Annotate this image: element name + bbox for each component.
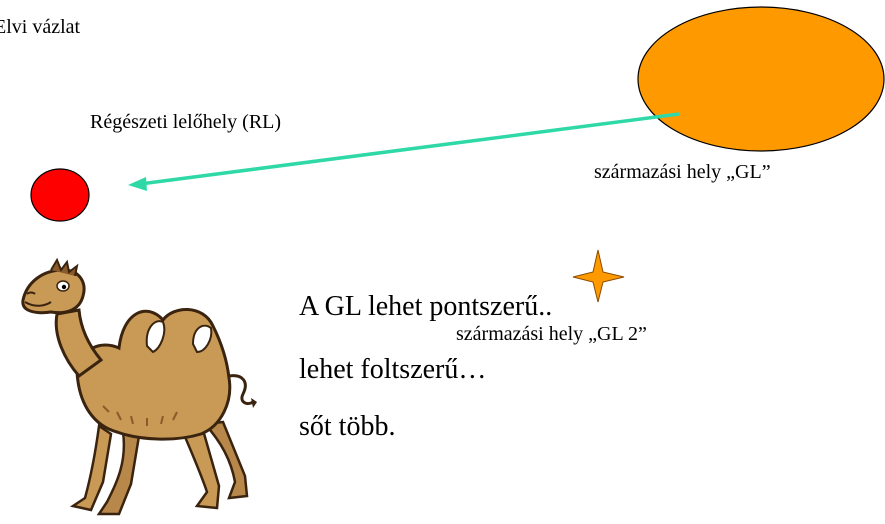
page-title: Elvi vázlat bbox=[0, 16, 81, 38]
archaeological-site-label: Régészeti lelőhely (RL) bbox=[90, 111, 282, 133]
origin-gl2-label: származási hely „GL 2” bbox=[456, 323, 647, 345]
site-marker-circle bbox=[30, 168, 90, 222]
body-line-spot: lehet foltszerű… bbox=[299, 354, 487, 385]
origin-gl-label: származási hely „GL” bbox=[594, 161, 771, 183]
camel-illustration bbox=[7, 256, 259, 519]
body-line-point: A GL lehet pontszerű.. bbox=[299, 291, 553, 322]
four-point-star-icon bbox=[572, 249, 625, 303]
body-line-more: sőt több. bbox=[299, 411, 396, 442]
arrow-head bbox=[128, 177, 147, 191]
origin-area-ellipse bbox=[637, 6, 885, 152]
transport-arrow bbox=[139, 112, 680, 186]
